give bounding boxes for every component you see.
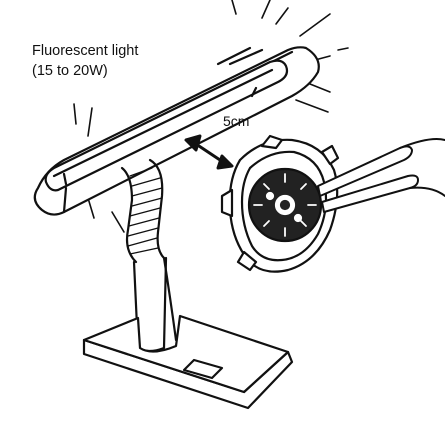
fluorescent-light-label: Fluorescent light bbox=[32, 43, 139, 59]
base-switch bbox=[182, 358, 224, 380]
tweezers bbox=[317, 138, 445, 213]
distance-label: 5cm bbox=[223, 113, 250, 129]
watch bbox=[220, 134, 340, 273]
distance-arrow bbox=[184, 134, 234, 170]
wattage-label: (15 to 20W) bbox=[32, 63, 108, 79]
gooseneck-arm bbox=[120, 158, 166, 264]
fluorescent-lamp bbox=[33, 46, 320, 216]
lamp-base bbox=[82, 314, 294, 410]
